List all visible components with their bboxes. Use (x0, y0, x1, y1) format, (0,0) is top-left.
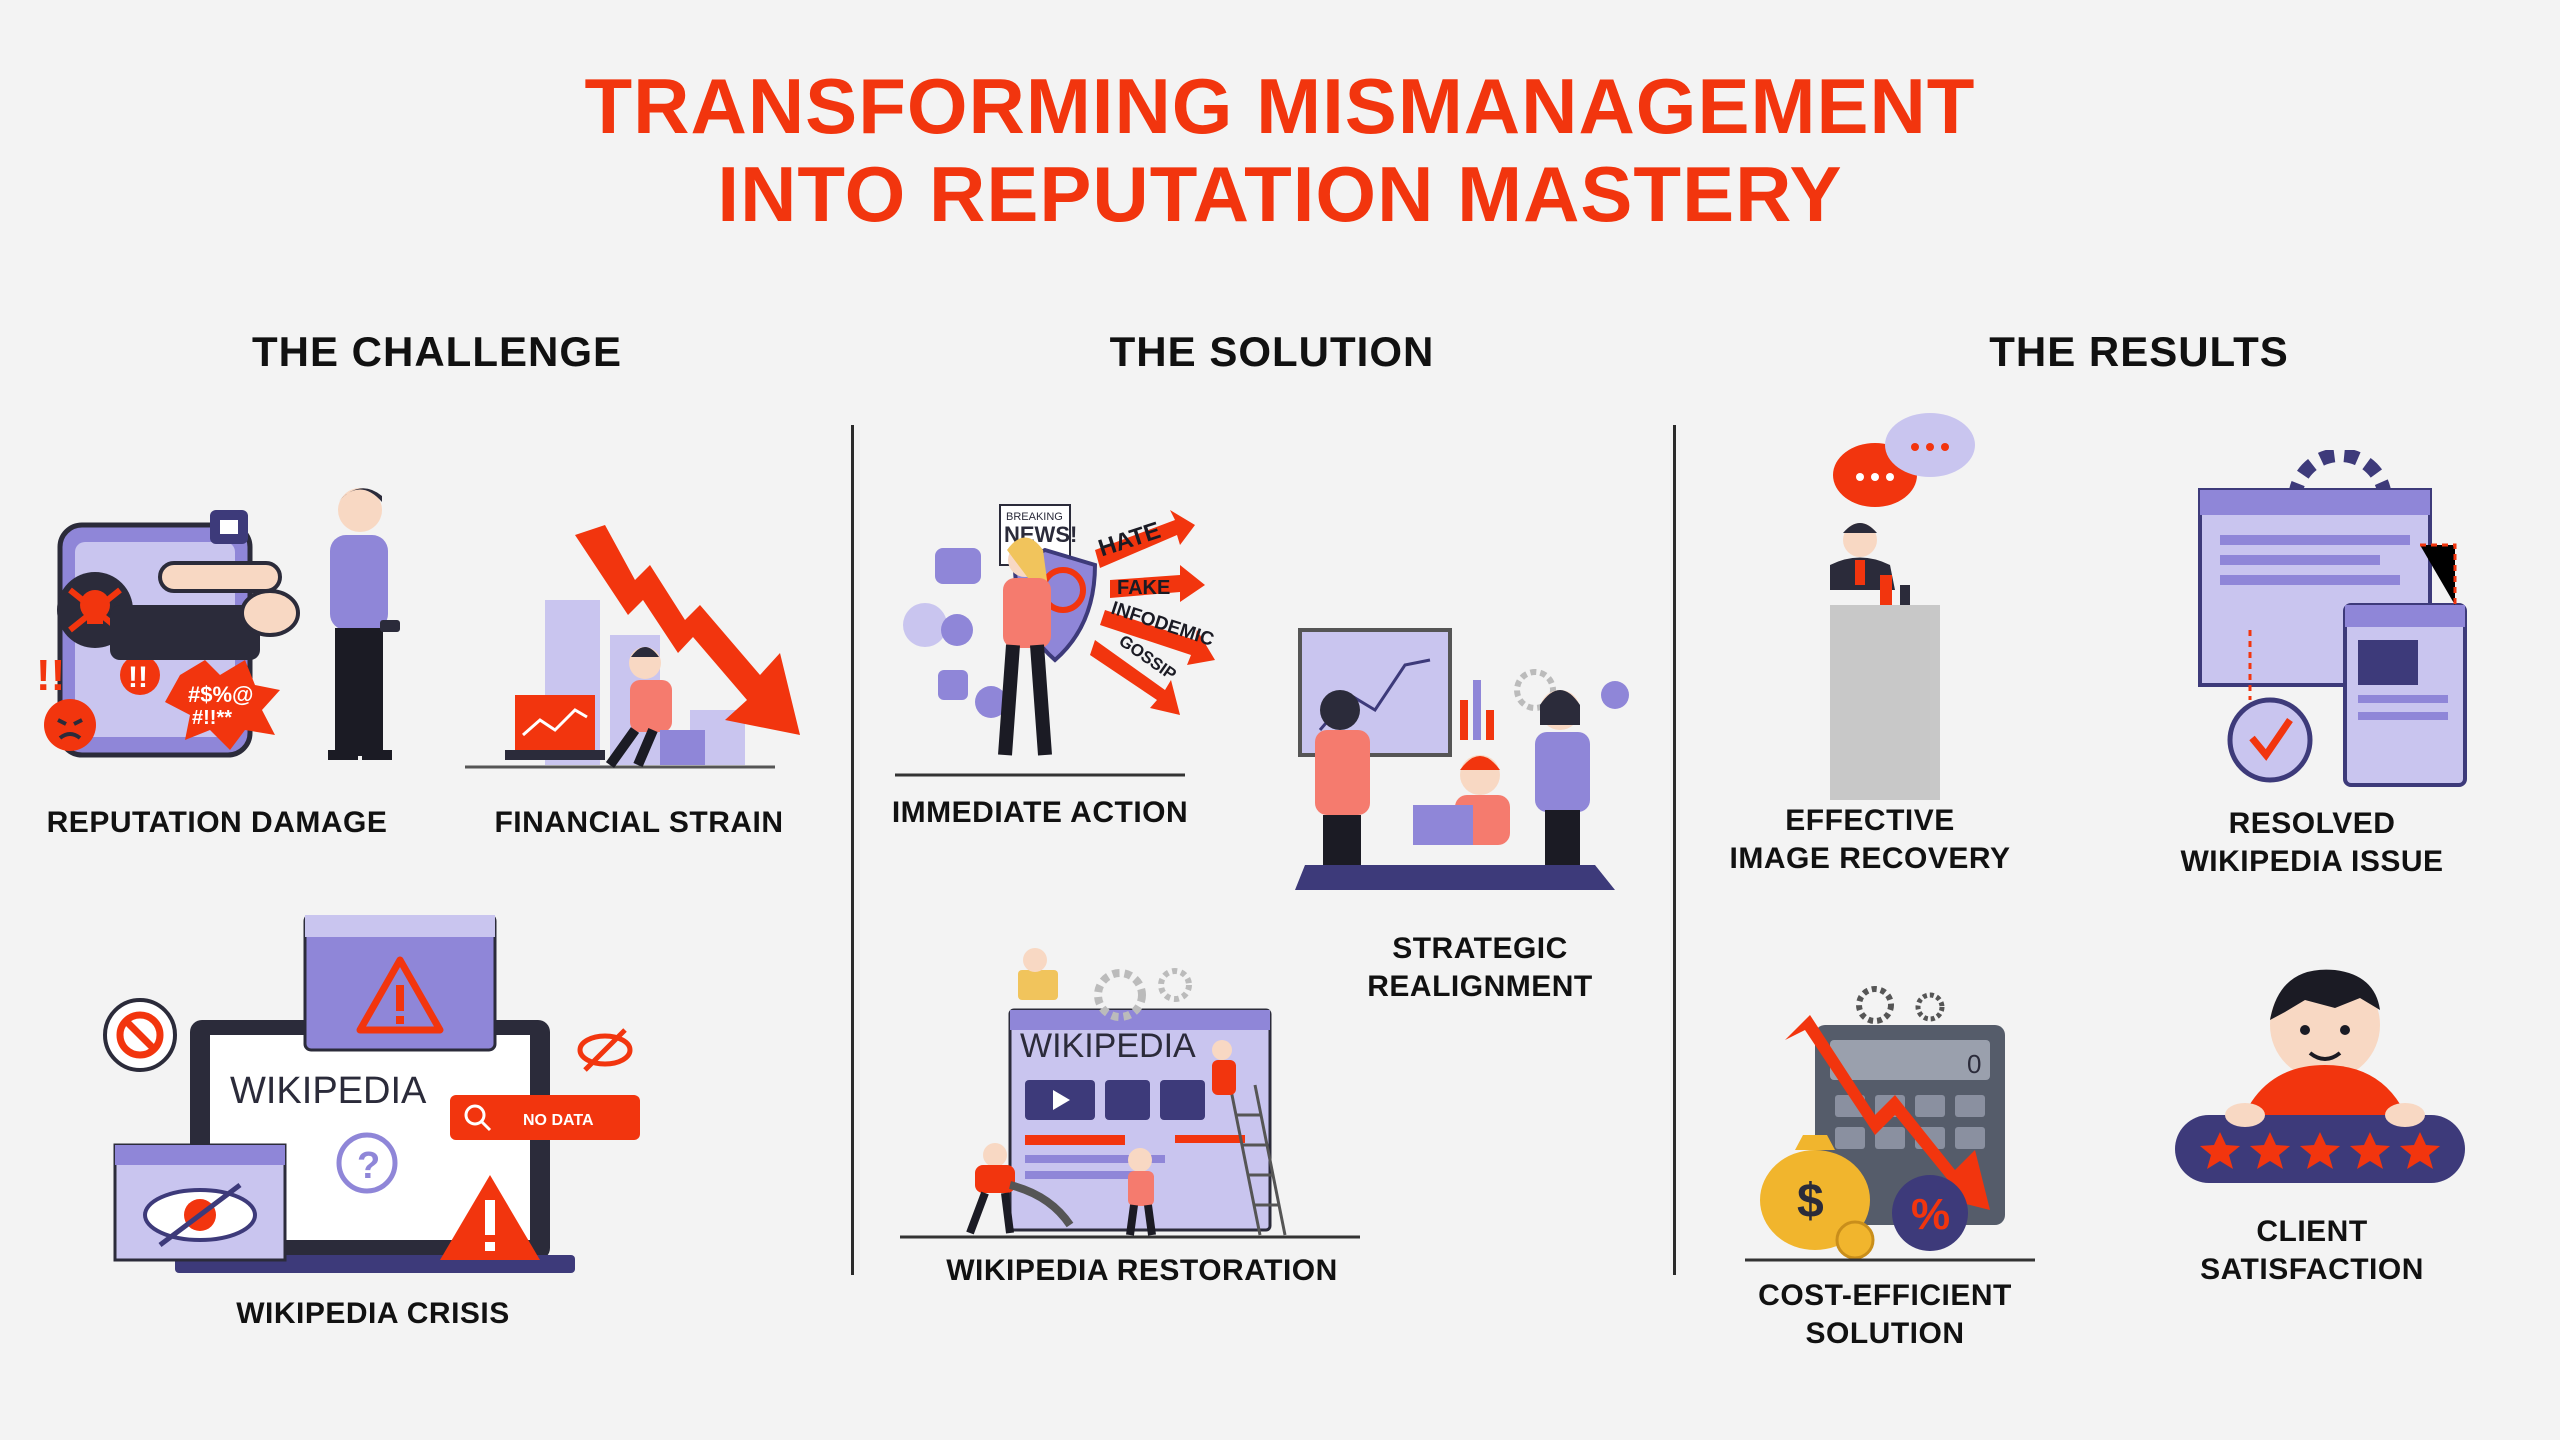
challenge-heading: THE CHALLENGE (252, 328, 622, 375)
reputation-damage-label: REPUTATION DAMAGE (46, 806, 388, 839)
percent-sign: % (1911, 1190, 1950, 1239)
strategic-realignment-illustration (1295, 628, 1629, 890)
wikipedia-wordmark: WIKIPEDIA (230, 1070, 427, 1112)
cost-efficient-label: COST-EFFICIENT SOLUTION (1625, 1277, 2145, 1353)
resolved-wikipedia-line-2: WIKIPEDIA ISSUE (2180, 845, 2444, 878)
question-mark: ? (357, 1145, 380, 1187)
hate-text: HATE (1095, 517, 1164, 562)
curse-text: #$%@ (188, 682, 253, 707)
image-recovery-label: EFFECTIVE IMAGE RECOVERY (1610, 802, 2130, 878)
star-icon (2200, 1132, 2440, 1169)
strategic-realignment-line-1: STRATEGIC (1392, 932, 1568, 965)
wikipedia-crisis-label: WIKIPEDIA CRISIS (236, 1297, 510, 1330)
strategic-realignment-label: STRATEGIC REALIGNMENT (1220, 930, 1740, 1006)
image-recovery-line-2: IMAGE RECOVERY (1729, 842, 2011, 875)
cost-efficient-illustration: 0 $ % (1745, 986, 2035, 1262)
curse-text-2: #!!** (192, 707, 232, 729)
immediate-action-illustration: BREAKING NEWS! HATE FAKE INFODEMIC GOSSI… (895, 504, 1217, 777)
wikipedia-restoration-illustration: WIKIPEDIA (900, 948, 1360, 1239)
financial-strain-illustration (465, 525, 800, 769)
title-line-2: INTO REPUTATION MASTERY (717, 150, 1843, 238)
gear-icon (1514, 669, 1556, 711)
cost-efficient-line-2: SOLUTION (1805, 1317, 1965, 1350)
thumbs-down-icon (210, 510, 248, 544)
client-satisfaction-illustration (2175, 969, 2465, 1183)
column-divider-right (1673, 425, 1676, 1275)
no-data-text: NO DATA (523, 1112, 594, 1129)
svg-text:!!: !! (128, 661, 148, 694)
title-line-1: TRANSFORMING MISMANAGEMENT (584, 62, 1976, 150)
client-satisfaction-line-1: CLIENT (2256, 1215, 2368, 1248)
check-icon (2227, 697, 2313, 783)
reputation-damage-illustration: !! !! #$%@ #!!** (36, 488, 400, 760)
client-satisfaction-label: CLIENT SATISFACTION (2052, 1213, 2560, 1289)
column-divider-left (851, 425, 854, 1275)
cost-efficient-line-1: COST-EFFICIENT (1758, 1279, 2012, 1312)
restoration-wordmark: WIKIPEDIA (1020, 1027, 1196, 1065)
wikipedia-crisis-illustration: WIKIPEDIA ? NO DATA (103, 915, 640, 1273)
immediate-action-label: IMMEDIATE ACTION (891, 796, 1189, 829)
page-title: TRANSFORMING MISMANAGEMENT INTO REPUTATI… (0, 62, 2560, 238)
warning-icon (356, 956, 444, 1034)
search-icon (464, 1104, 492, 1132)
fake-text: FAKE (1117, 577, 1170, 599)
resolved-wikipedia-label: RESOLVED WIKIPEDIA ISSUE (2052, 805, 2560, 881)
dollar-sign: $ (1797, 1175, 1824, 1228)
financial-strain-label: FINANCIAL STRAIN (494, 806, 784, 839)
eye-off-icon (577, 1028, 633, 1072)
solution-heading: THE SOLUTION (1109, 328, 1435, 375)
results-heading: THE RESULTS (1989, 328, 2289, 375)
image-recovery-line-1: EFFECTIVE (1785, 804, 1955, 837)
resolved-wikipedia-illustration (2198, 450, 2467, 787)
image-recovery-illustration (1830, 413, 1975, 800)
calc-display: 0 (1967, 1049, 1981, 1079)
gear-icon (1856, 986, 1945, 1024)
strategic-realignment-line-2: REALIGNMENT (1367, 970, 1593, 1003)
gear-icon (1094, 968, 1192, 1021)
svg-text:!!: !! (36, 651, 65, 700)
resolved-wikipedia-line-1: RESOLVED (2228, 807, 2396, 840)
client-satisfaction-line-2: SATISFACTION (2200, 1253, 2424, 1286)
breaking-text: BREAKING (1006, 511, 1063, 523)
wikipedia-restoration-label: WIKIPEDIA RESTORATION (946, 1254, 1338, 1287)
chat-bubble-icon (1833, 413, 1975, 507)
